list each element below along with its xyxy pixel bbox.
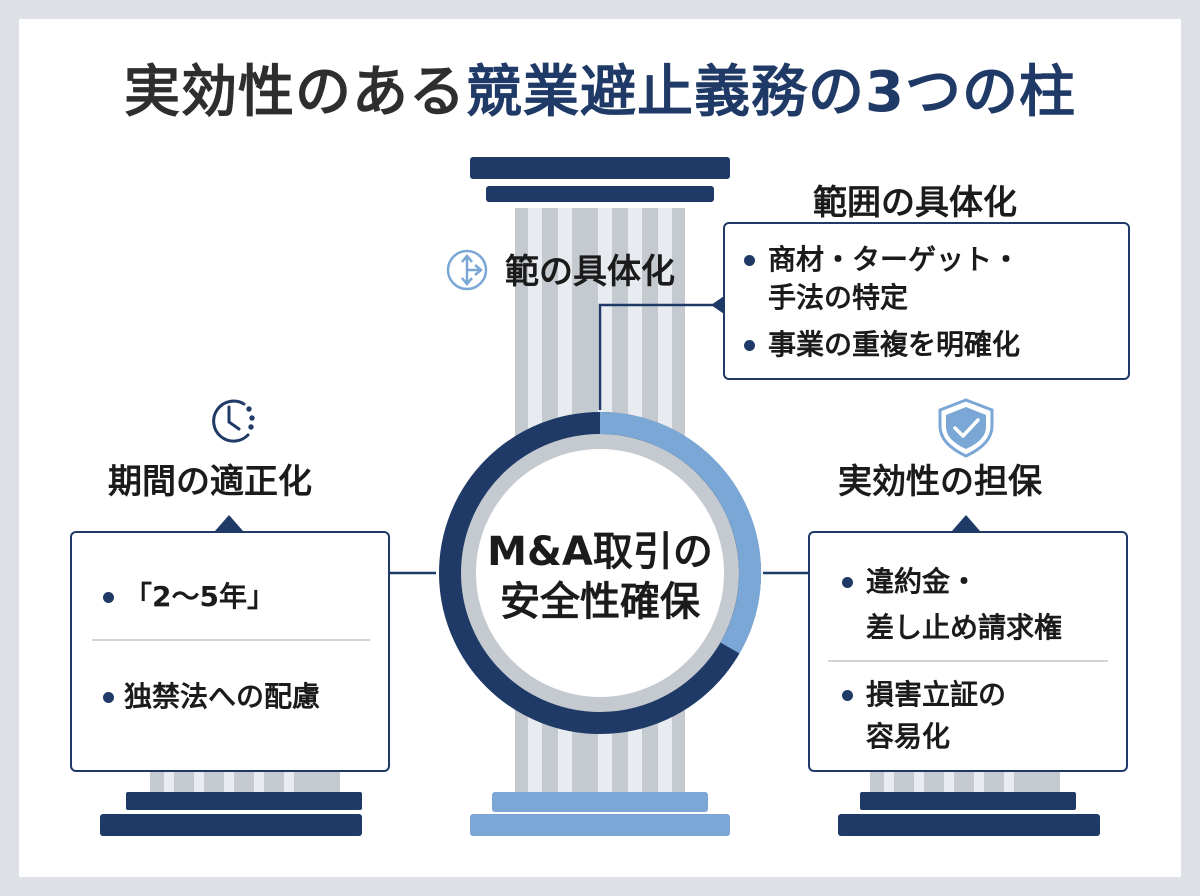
period-box [70,531,390,772]
effect-item-1-line-1: 違約金・ [866,565,979,598]
top-label: 範の具体化 [505,252,675,292]
period-item-2: 独禁法への配慮 [124,680,321,713]
right-pillar-base [838,770,1100,836]
scope-item-1-line-1: 商材・ターゲット・ [768,243,1021,276]
scope-box [723,222,1130,380]
effect-bullet-1 [842,577,853,588]
period-item-1: 「2〜5年」 [124,580,275,613]
left-pillar-base [100,770,362,836]
period-bullet-2 [103,692,114,703]
center-ring [439,412,762,734]
title-part-2-accent: 競業避止義務の3つの柱 [466,60,1076,125]
effect-item-2-line-1: 損害立証の [866,678,1007,711]
pointer-period [215,515,243,531]
effect-item-2-line-2: 容易化 [866,720,951,753]
direction-arrows-icon [446,249,488,291]
page-title: 実効性のある競業避止義務の3つの柱 [0,58,1200,128]
connector-lines [390,303,810,575]
scope-bullet-1 [744,255,755,266]
shield-check-icon [938,398,994,458]
effect-bullet-2 [842,690,853,701]
clock-icon [212,399,255,443]
period-heading: 期間の適正化 [108,462,312,502]
center-label-line-1: M&A取引の [487,529,713,575]
effect-heading: 実効性の担保 [838,462,1042,502]
period-divider [92,639,370,641]
effect-box [808,531,1128,772]
pointer-effect [952,515,980,531]
center-label-line-2: 安全性確保 [500,579,700,625]
scope-item-2: 事業の重複を明確化 [768,328,1021,361]
period-bullet-1 [103,592,114,603]
scope-item-1-line-2: 手法の特定 [768,281,909,314]
scope-heading: 範囲の具体化 [813,183,1017,223]
scope-bullet-2 [744,340,755,351]
title-part-1: 実効性のある [124,60,467,125]
effect-divider [828,660,1108,662]
effect-item-1-line-2: 差し止め請求権 [866,611,1063,644]
center-label: M&A取引の 安全性確保 [470,527,730,627]
